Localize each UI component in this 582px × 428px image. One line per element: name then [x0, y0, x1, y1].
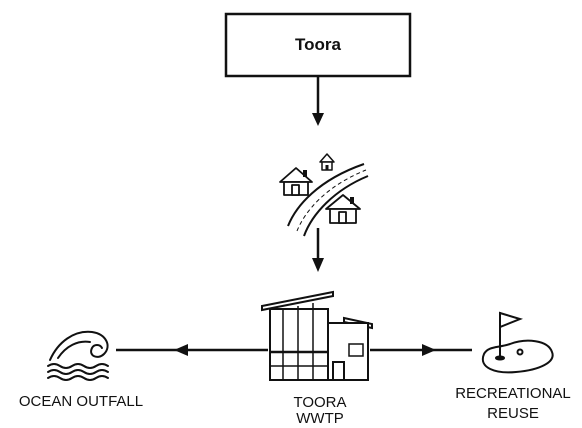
- houses-road-icon: [279, 153, 369, 237]
- house-right-icon: [325, 194, 361, 224]
- arrow-plant-to-ocean: [116, 344, 268, 356]
- golf-course-icon: [481, 311, 554, 374]
- house-left-icon: [279, 167, 313, 196]
- plant-label-line2: WWTP: [296, 410, 344, 427]
- source-label: Toora: [295, 35, 341, 54]
- factory-building-icon: [261, 290, 373, 381]
- arrow-source-to-town: [312, 77, 324, 126]
- arrow-town-to-plant: [312, 228, 324, 272]
- reuse-label-line2: REUSE: [487, 405, 539, 422]
- plant-label-line1: TOORA: [293, 394, 347, 411]
- source-box: [224, 12, 412, 78]
- ocean-wave-icon: [47, 330, 109, 381]
- arrow-plant-to-reuse: [370, 344, 472, 356]
- reuse-label-line1: RECREATIONAL: [455, 385, 571, 402]
- house-small-icon: [319, 153, 335, 171]
- ocean-outfall-label: OCEAN OUTFALL: [18, 393, 144, 410]
